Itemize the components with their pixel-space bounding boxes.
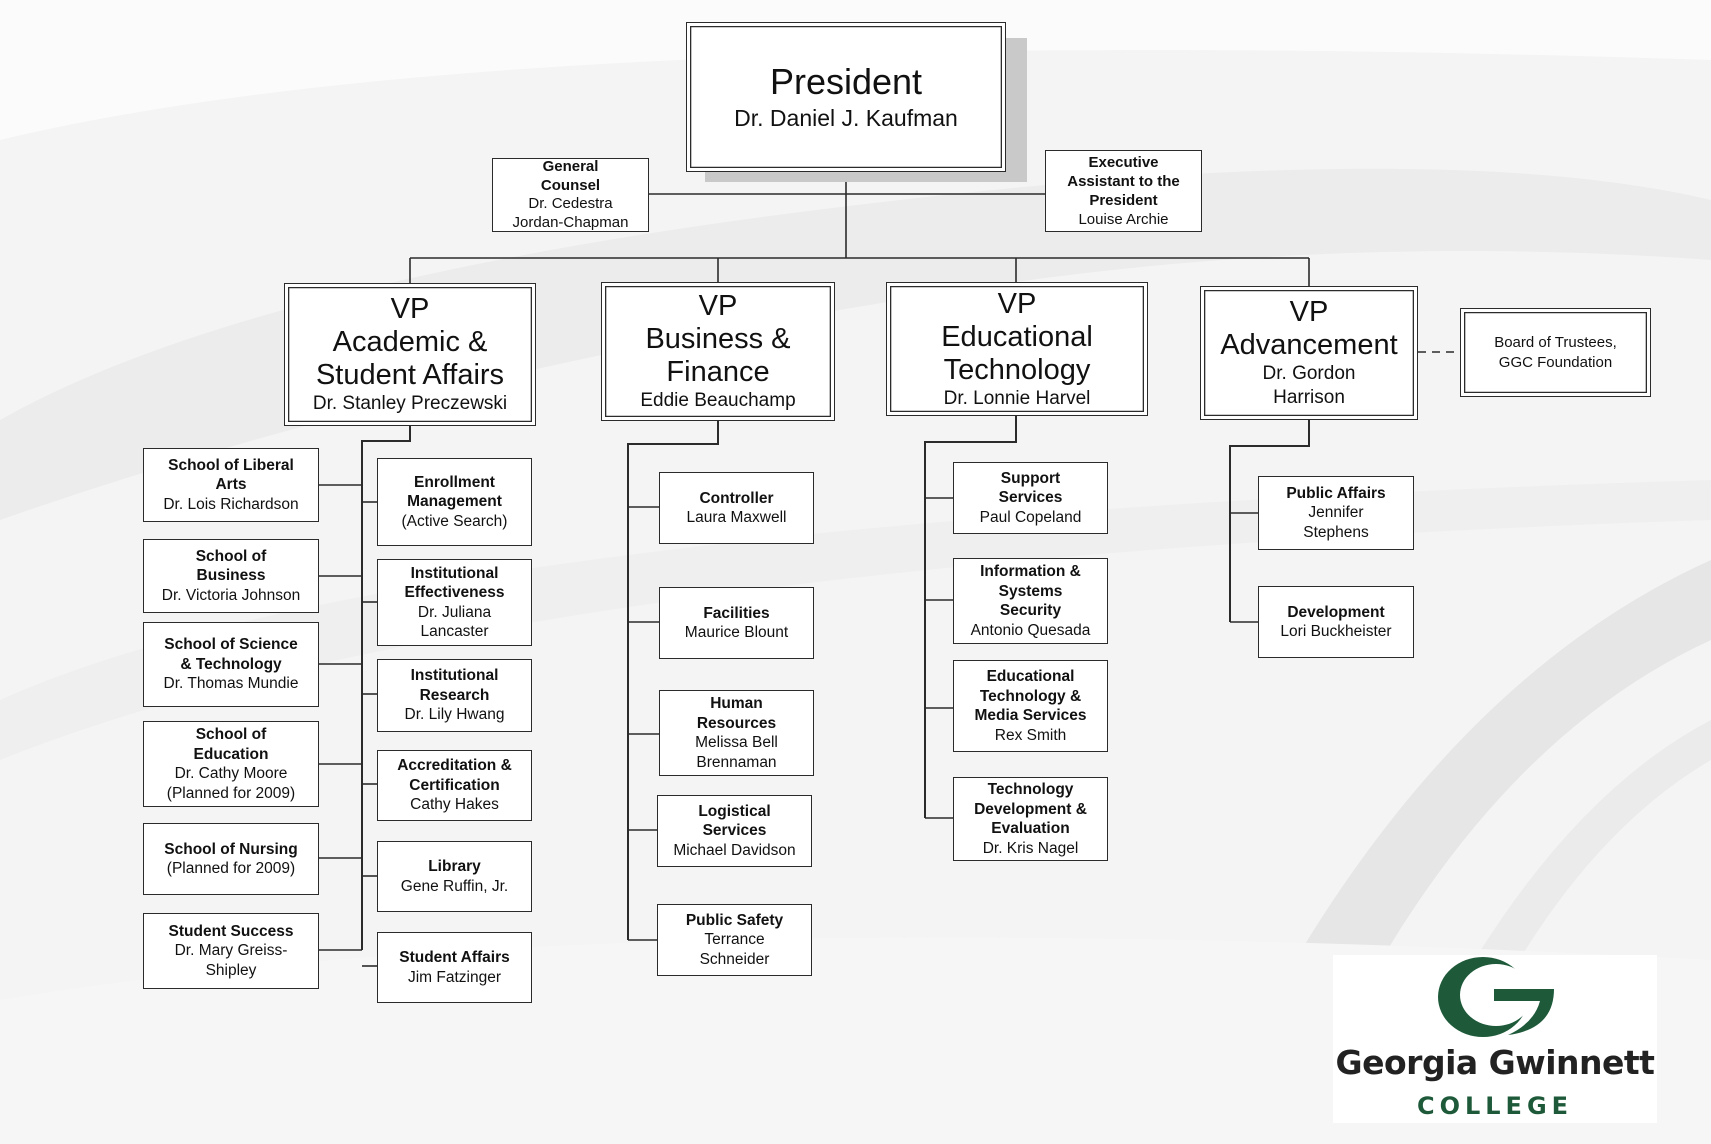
institutional-effectiveness-box: Institutional Effectiveness Dr. Juliana … (377, 559, 532, 646)
box-name: Dr. Lily Hwang (404, 706, 505, 724)
box-title: School of Education (193, 726, 269, 763)
box-name: Rex Smith (994, 726, 1067, 744)
box-name: Dr. Lois Richardson (163, 495, 299, 513)
box-title: School of Science & Technology (164, 636, 298, 673)
institutional-research-box: Institutional Research Dr. Lily Hwang (377, 659, 532, 732)
president-name: Dr. Daniel J. Kaufman (734, 105, 958, 131)
logo-college: COLLEGE (1416, 1092, 1574, 1120)
student-affairs-box: Student Affairs Jim Fatzinger (377, 932, 532, 1003)
box-title: Public Safety (685, 911, 784, 929)
box-name: Terrance Schneider (699, 931, 770, 968)
box-title: Facilities (703, 604, 770, 622)
box-title: Development (1287, 603, 1385, 621)
enrollment-management-box: Enrollment Management (Active Search) (377, 458, 532, 546)
box-name: Cathy Hakes (410, 796, 499, 814)
president-title: President (769, 61, 923, 102)
library-box: Library Gene Ruffin, Jr. (377, 841, 532, 912)
box-title: Student Success (168, 922, 294, 940)
public-safety-box: Public Safety Terrance Schneider (657, 904, 812, 976)
school-liberal-arts-box: School of Liberal Arts Dr. Lois Richards… (143, 448, 319, 522)
box-name: Laura Maxwell (686, 509, 787, 526)
vp-business-name: Eddie Beauchamp (640, 390, 796, 411)
box-title: Information & Systems Security (980, 563, 1081, 619)
vp-business-title: VP Business & Finance (645, 290, 791, 388)
box-name: Melissa Bell Brennaman (695, 734, 778, 771)
box-name: Dr. Mary Greiss- Shipley (174, 942, 288, 979)
executive-assistant-box: Executive Assistant to the President Lou… (1045, 150, 1202, 232)
school-nursing-box: School of Nursing (Planned for 2009) (143, 823, 319, 895)
board-of-trustees-box: Board of Trustees, GGC Foundation (1460, 308, 1651, 397)
vp-academic-box: VP Academic & Student Affairs Dr. Stanle… (284, 283, 536, 426)
facilities-box: Facilities Maurice Blount (659, 587, 814, 659)
vp-academic-title: VP Academic & Student Affairs (315, 293, 505, 391)
vp-edtech-name: Dr. Lonnie Harvel (943, 387, 1091, 409)
president-box: President Dr. Daniel J. Kaufman (686, 22, 1006, 172)
accreditation-certification-box: Accreditation & Certification Cathy Hake… (377, 750, 532, 821)
development-box: Development Lori Buckheister (1258, 586, 1414, 658)
box-title: Controller (699, 489, 774, 507)
box-title: Enrollment Management (407, 473, 502, 511)
vp-advancement-title: VP Advancement (1220, 296, 1398, 361)
school-science-technology-box: School of Science & Technology Dr. Thoma… (143, 622, 319, 707)
box-name: Michael Davidson (673, 841, 796, 859)
box-title: Institutional Research (410, 667, 499, 704)
general-counsel-name: Dr. Cedestra Jordan-Chapman (512, 195, 629, 231)
box-title: School of Business (195, 547, 267, 585)
box-name: Maurice Blount (684, 624, 789, 641)
technology-development-box: Technology Development & Evaluation Dr. … (953, 777, 1108, 861)
box-title: School of Liberal Arts (168, 456, 294, 494)
box-title: School of Nursing (164, 840, 298, 858)
executive-assistant-name: Louise Archie (1078, 211, 1169, 228)
vp-advancement-box: VP Advancement Dr. Gordon Harrison (1200, 286, 1418, 420)
box-title: Support Services (998, 469, 1063, 507)
box-name: Dr. Cathy Moore (Planned for 2009) (166, 765, 296, 802)
vp-advancement-name: Dr. Gordon Harrison (1262, 363, 1356, 408)
executive-assistant-title: Executive Assistant to the President (1067, 154, 1180, 209)
college-logo: Georgia Gwinnett COLLEGE (1333, 955, 1657, 1123)
controller-box: Controller Laura Maxwell (659, 472, 814, 544)
box-name: Jim Fatzinger (407, 968, 502, 986)
logistical-services-box: Logistical Services Michael Davidson (657, 795, 812, 867)
support-services-box: Support Services Paul Copeland (953, 462, 1108, 534)
box-title: Accreditation & Certification (397, 757, 512, 794)
box-name: Lori Buckheister (1280, 623, 1392, 640)
box-title: Human Resources (696, 695, 777, 732)
educational-technology-media-box: Educational Technology & Media Services … (953, 660, 1108, 752)
vp-edtech-title: VP Educational Technology (941, 287, 1093, 386)
box-name: Dr. Victoria Johnson (161, 586, 301, 604)
box-name: Paul Copeland (979, 508, 1082, 526)
vp-academic-name: Dr. Stanley Preczewski (312, 393, 508, 414)
general-counsel-box: General Counsel Dr. Cedestra Jordan-Chap… (492, 158, 649, 232)
information-systems-security-box: Information & Systems Security Antonio Q… (953, 558, 1108, 644)
box-title: Public Affairs (1286, 484, 1386, 502)
box-name: Dr. Juliana Lancaster (417, 603, 492, 641)
box-name: Gene Ruffin, Jr. (400, 877, 509, 895)
school-education-box: School of Education Dr. Cathy Moore (Pla… (143, 721, 319, 807)
box-name: Antonio Quesada (970, 621, 1091, 639)
board-name: Board of Trustees, GGC Foundation (1494, 334, 1617, 371)
box-title: Student Affairs (399, 949, 510, 966)
human-resources-box: Human Resources Melissa Bell Brennaman (659, 690, 814, 776)
box-title: Educational Technology & Media Services (974, 668, 1087, 724)
box-name: Dr. Kris Nagel (982, 839, 1079, 857)
school-business-box: School of Business Dr. Victoria Johnson (143, 539, 319, 613)
box-title: Library (428, 858, 481, 875)
vp-business-box: VP Business & Finance Eddie Beauchamp (601, 282, 835, 421)
box-name: Jennifer Stephens (1303, 504, 1369, 541)
box-title: Technology Development & Evaluation (974, 781, 1087, 837)
vp-edtech-box: VP Educational Technology Dr. Lonnie Har… (886, 282, 1148, 416)
box-name: Dr. Thomas Mundie (163, 675, 299, 693)
student-success-box: Student Success Dr. Mary Greiss- Shipley (143, 913, 319, 989)
box-name: (Planned for 2009) (166, 860, 296, 877)
logo-name: Georgia Gwinnett (1335, 1043, 1655, 1082)
ggc-g-logo-icon (1438, 957, 1554, 1037)
public-affairs-box: Public Affairs Jennifer Stephens (1258, 476, 1414, 550)
box-title: Logistical Services (698, 802, 771, 840)
box-title: Institutional Effectiveness (404, 564, 505, 602)
box-name: (Active Search) (401, 512, 508, 530)
general-counsel-title: General Counsel (540, 158, 601, 194)
